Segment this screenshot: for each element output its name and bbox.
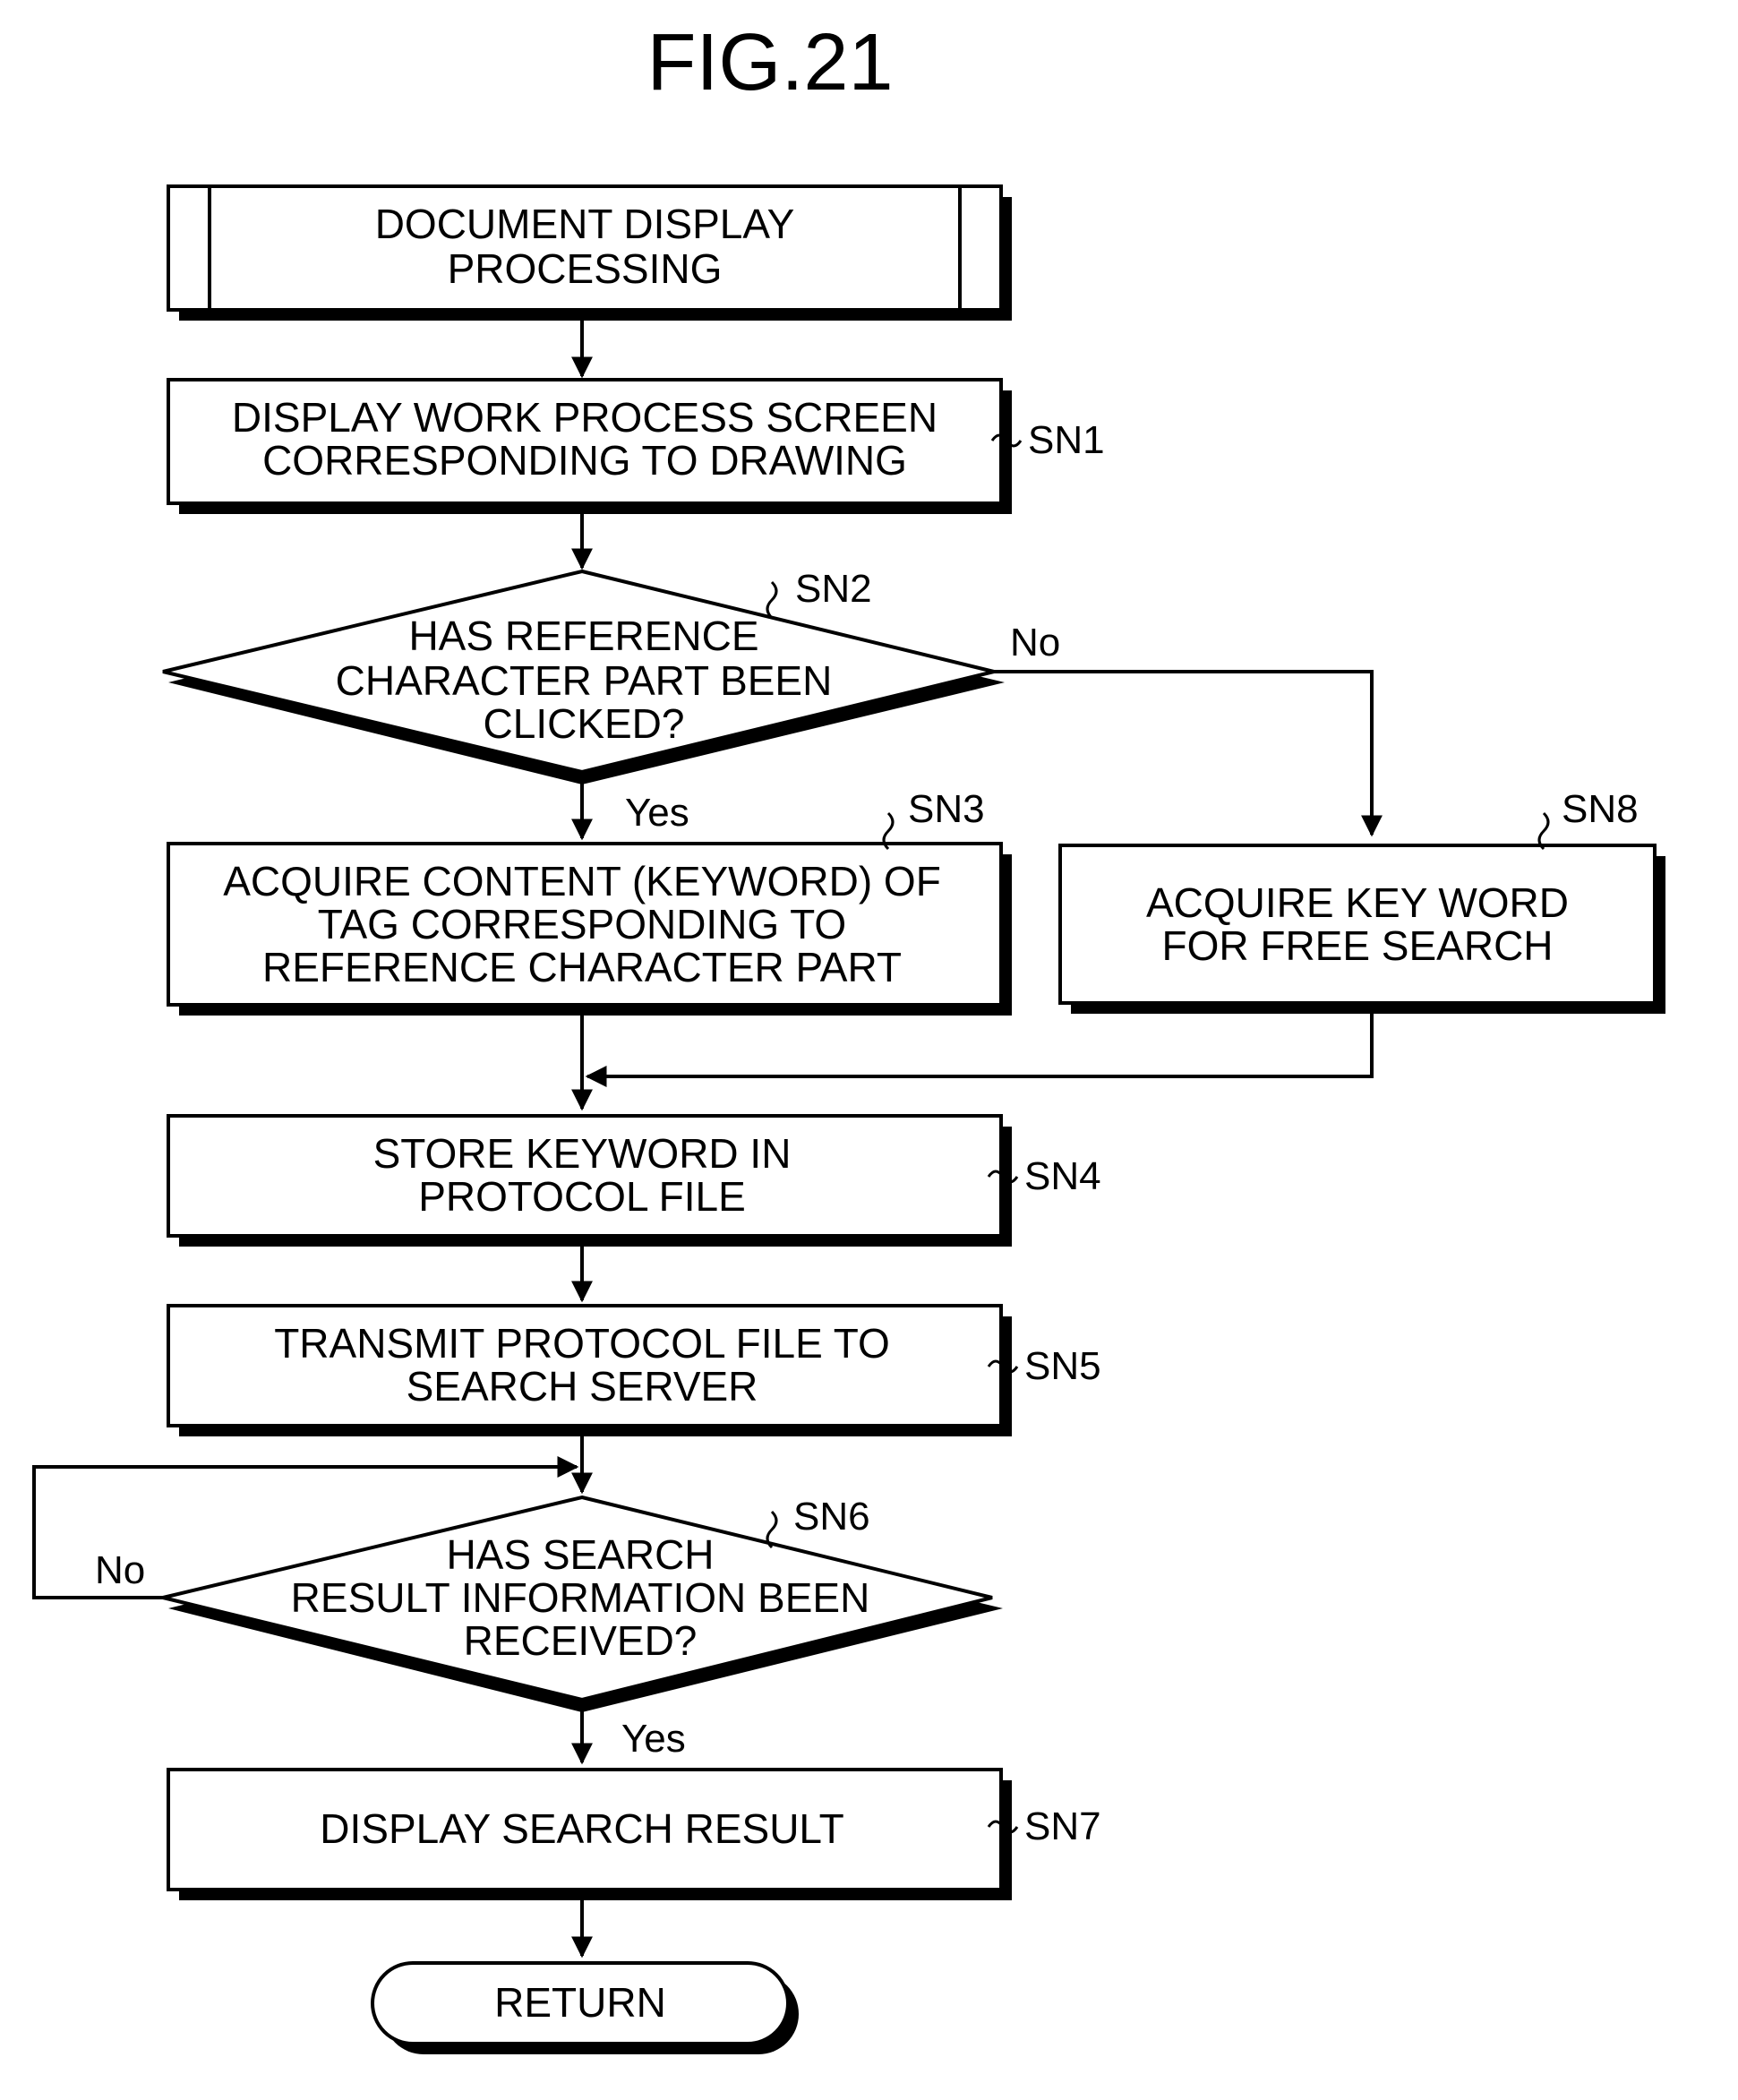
step-sn8-box: ACQUIRE KEY WORD FOR FREE SEARCH xyxy=(1060,845,1665,1014)
sn5-step-id: SN5 xyxy=(1024,1344,1101,1388)
sn2-line-1: HAS REFERENCE xyxy=(408,613,758,659)
sn3-line-1: ACQUIRE CONTENT (KEYWORD) OF xyxy=(223,858,941,904)
start-line-1: DOCUMENT DISPLAY xyxy=(375,201,795,247)
step-sn1-box: DISPLAY WORK PROCESS SCREEN CORRESPONDIN… xyxy=(168,380,1012,514)
arrow-sn8-to-merge xyxy=(587,1014,1372,1076)
sn8-line-1: ACQUIRE KEY WORD xyxy=(1146,879,1569,926)
sn3-step-id: SN3 xyxy=(908,787,985,831)
sn4-line-1: STORE KEYWORD IN xyxy=(373,1130,792,1177)
sn6-line-1: HAS SEARCH xyxy=(446,1531,714,1578)
sn2-no-label: No xyxy=(1010,621,1060,664)
sn2-yes-label: Yes xyxy=(625,791,689,835)
sn8-line-2: FOR FREE SEARCH xyxy=(1161,922,1553,969)
sn2-line-2: CHARACTER PART BEEN xyxy=(336,657,833,704)
sn2-step-id: SN2 xyxy=(795,567,872,611)
sn5-line-2: SEARCH SERVER xyxy=(407,1363,758,1410)
sn7-step-id: SN7 xyxy=(1024,1804,1101,1848)
step-sn7-box: DISPLAY SEARCH RESULT xyxy=(168,1770,1012,1900)
sn2-line-3: CLICKED? xyxy=(484,700,685,747)
sn6-no-label: No xyxy=(95,1548,145,1592)
sn6-yes-label: Yes xyxy=(621,1717,686,1761)
sn1-line-1: DISPLAY WORK PROCESS SCREEN xyxy=(232,394,937,441)
sn2-leader xyxy=(767,582,776,618)
sn4-line-2: PROTOCOL FILE xyxy=(418,1173,746,1220)
start-line-2: PROCESSING xyxy=(448,245,723,292)
sn3-line-2: TAG CORRESPONDING TO xyxy=(318,901,846,947)
sn1-step-id: SN1 xyxy=(1028,418,1105,462)
end-terminator-return: RETURN xyxy=(372,1963,799,2054)
sn7-line-1: DISPLAY SEARCH RESULT xyxy=(320,1805,843,1852)
step-sn5-box: TRANSMIT PROTOCOL FILE TO SEARCH SERVER xyxy=(168,1306,1012,1436)
sn6-line-3: RECEIVED? xyxy=(464,1617,698,1664)
sn3-line-3: REFERENCE CHARACTER PART xyxy=(262,944,902,990)
return-label: RETURN xyxy=(494,1979,666,2026)
decision-sn2: HAS REFERENCE CHARACTER PART BEEN CLICKE… xyxy=(163,571,1005,784)
sn4-step-id: SN4 xyxy=(1024,1154,1101,1198)
decision-sn6: HAS SEARCH RESULT INFORMATION BEEN RECEI… xyxy=(163,1497,1003,1712)
sn8-step-id: SN8 xyxy=(1562,787,1639,831)
sn5-line-1: TRANSMIT PROTOCOL FILE TO xyxy=(274,1320,890,1367)
sn1-line-2: CORRESPONDING TO DRAWING xyxy=(262,437,907,484)
start-predefined-process: DOCUMENT DISPLAY PROCESSING xyxy=(168,186,1012,321)
sn6-line-2: RESULT INFORMATION BEEN xyxy=(291,1574,870,1621)
figure-title: FIG.21 xyxy=(646,18,893,107)
arrow-sn2-no-to-sn8 xyxy=(994,672,1372,835)
step-sn3-box: ACQUIRE CONTENT (KEYWORD) OF TAG CORRESP… xyxy=(168,844,1012,1016)
step-sn4-box: STORE KEYWORD IN PROTOCOL FILE xyxy=(168,1116,1012,1247)
sn6-step-id: SN6 xyxy=(793,1495,870,1539)
